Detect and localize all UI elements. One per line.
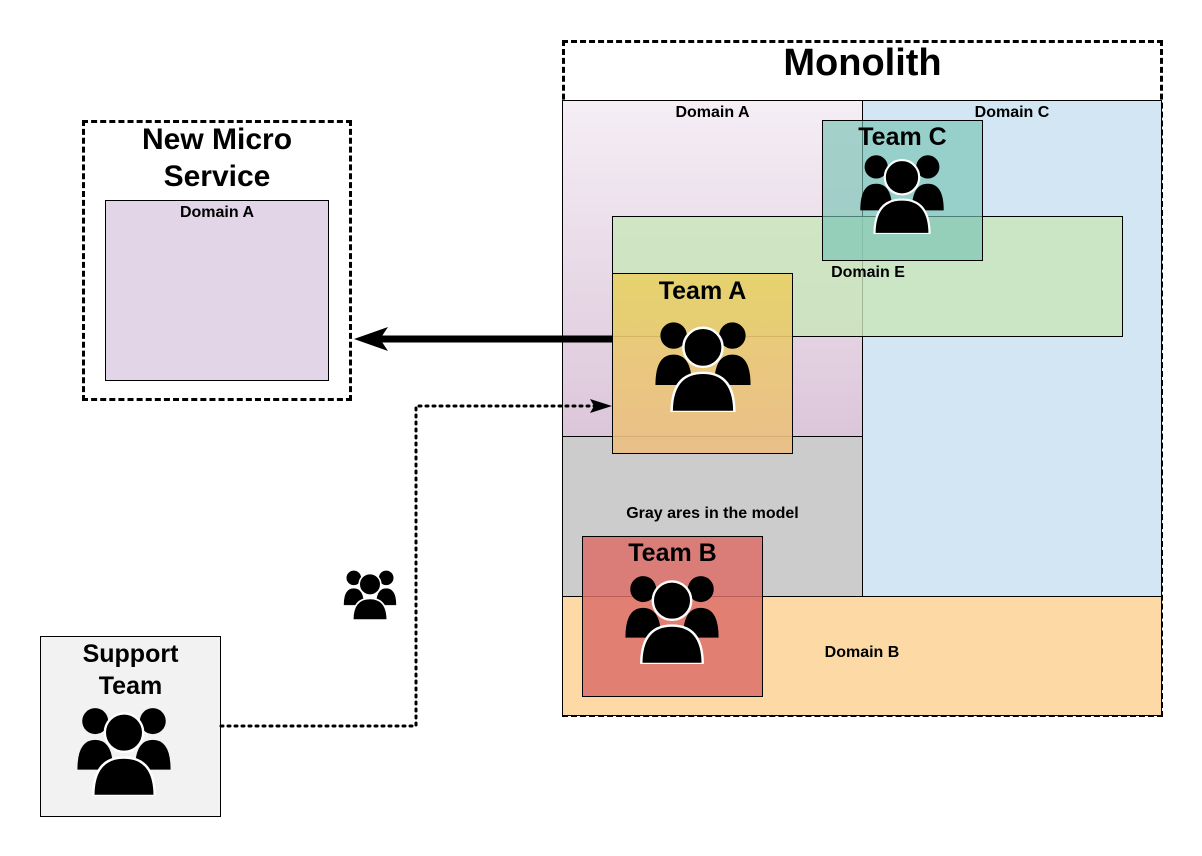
team-b-label: Team B [628,539,717,567]
domain-a-label: Domain A [675,104,750,121]
gray-area-label: Gray ares in the model [626,505,799,522]
people-group-icon [655,322,751,412]
people-group-icon [860,155,944,234]
support-connector [219,399,612,728]
team-c-label: Team C [858,123,947,151]
microservice-domain-a-label: Domain A [179,204,255,221]
microservice-domain-a-region [105,200,329,381]
support-team-label-line1: Support [82,640,179,668]
microservice-title-line1: New Micro [141,123,293,156]
people-group-icon [625,576,719,664]
monolith-title: Monolith [783,42,942,84]
migration-arrow [354,327,612,351]
microservice-container [82,120,352,401]
people-group-icon [77,708,171,796]
domain-c-label: Domain C [974,104,1050,121]
domain-b-label: Domain B [824,644,900,661]
support-team-label-line2: Team [98,672,163,700]
domain-e-label: Domain E [831,264,905,281]
microservice-title-line2: Service [163,160,271,193]
people-group-icon [343,570,397,620]
team-a-label: Team A [658,277,747,305]
